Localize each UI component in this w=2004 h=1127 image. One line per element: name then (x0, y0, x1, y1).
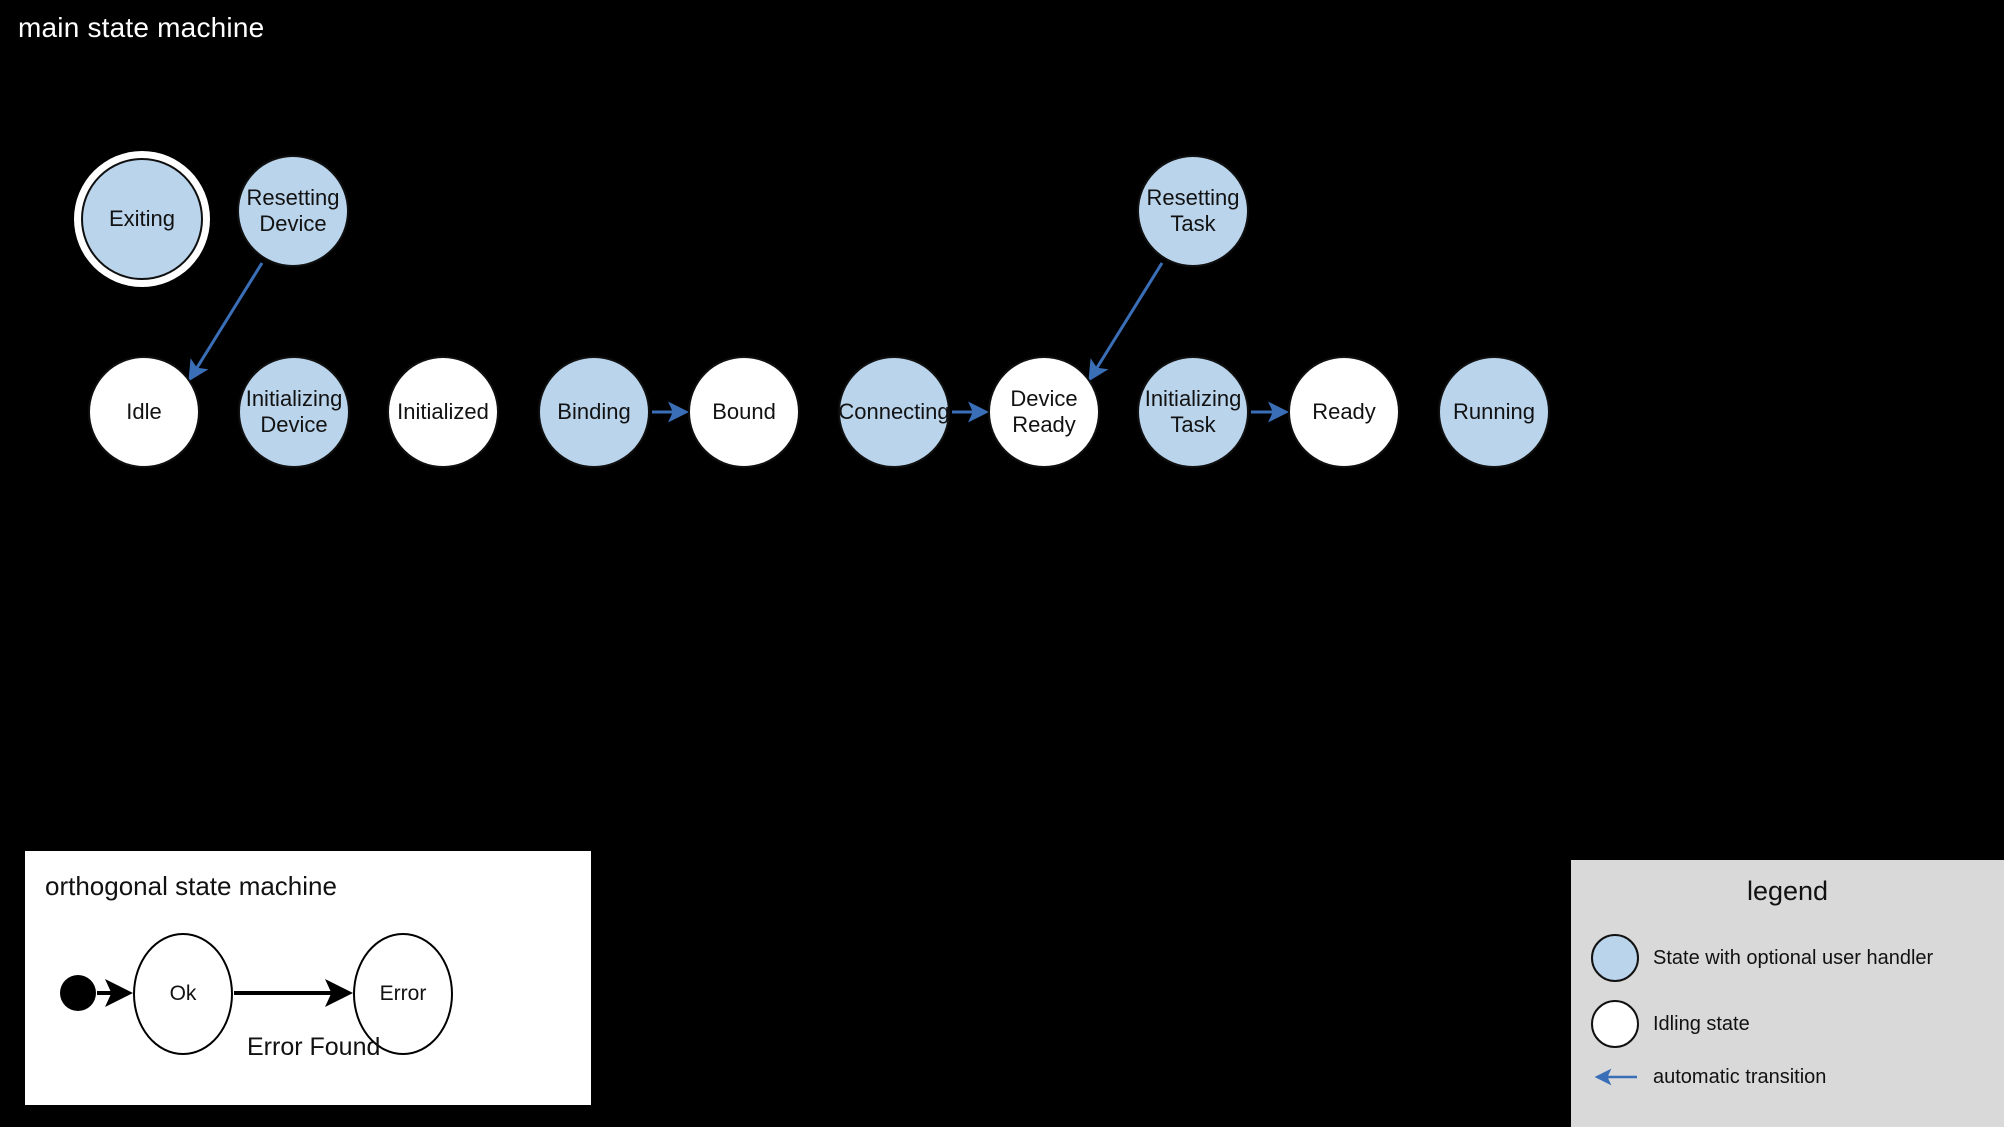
page-title: main state machine (18, 12, 265, 43)
ortho-state-error-label: Error (379, 982, 427, 1005)
state-node-connecting-label: Connecting (838, 399, 950, 424)
edge-resetting-task-to-device-ready (1088, 262, 1164, 382)
state-node-resetting-device-label: Resetting Device (246, 185, 340, 236)
legend-item-handler-state: State with optional user handler (1591, 934, 2004, 982)
legend-title: legend (1746, 876, 1829, 906)
state-node-initializing-device-label: Initializing Device (245, 386, 343, 437)
state-node-ready-label: Ready (1312, 399, 1376, 424)
state-node-resetting-device[interactable]: Resetting Device (237, 155, 349, 267)
legend-item-idling-state-label: Idling state (1653, 1013, 1750, 1035)
state-node-exiting[interactable]: Exiting (81, 158, 203, 280)
state-node-running[interactable]: Running (1438, 356, 1550, 468)
arrow-left-icon (1591, 1067, 1639, 1087)
state-node-bound-label: Bound (712, 399, 776, 424)
state-node-initializing-task[interactable]: Initializing Task (1137, 356, 1249, 468)
state-node-exiting-label: Exiting (108, 206, 176, 231)
state-node-idle[interactable]: Idle (88, 356, 200, 468)
ortho-state-error[interactable]: Error (353, 933, 453, 1055)
state-node-idle-label: Idle (126, 399, 162, 424)
orthogonal-panel-title: orthogonal state machine (45, 871, 337, 901)
orthogonal-state-machine-panel: orthogonal state machine Ok Error Error … (22, 848, 594, 1108)
ortho-state-ok-label: Ok (169, 982, 197, 1005)
handler-state-circle (1591, 934, 1639, 982)
state-node-binding[interactable]: Binding (538, 356, 650, 468)
state-node-resetting-task[interactable]: Resetting Task (1137, 155, 1249, 267)
legend-item-automatic-transition: automatic transition (1591, 1065, 2004, 1089)
legend-panel: legend State with optional user handler … (1571, 860, 2004, 1127)
state-node-connecting[interactable]: Connecting (838, 356, 950, 468)
state-node-ready[interactable]: Ready (1288, 356, 1400, 468)
edge-label-error-found: Error Found (247, 1033, 381, 1061)
legend-item-automatic-transition-label: automatic transition (1653, 1066, 1827, 1088)
state-node-bound[interactable]: Bound (688, 356, 800, 468)
initial-state-dot (60, 975, 96, 1011)
state-node-initialized[interactable]: Initialized (387, 356, 499, 468)
idling-state-circle (1591, 1000, 1639, 1048)
state-node-resetting-task-label: Resetting Task (1146, 185, 1240, 236)
edge-resetting-device-to-idle (188, 262, 264, 382)
state-node-initializing-task-label: Initializing Task (1144, 386, 1242, 437)
legend-item-idling-state: Idling state (1591, 1000, 2004, 1048)
state-node-binding-label: Binding (557, 399, 631, 424)
state-node-device-ready[interactable]: Device Ready (988, 356, 1100, 468)
state-node-initialized-label: Initialized (397, 399, 489, 424)
ortho-state-ok[interactable]: Ok (133, 933, 233, 1055)
state-node-initializing-device[interactable]: Initializing Device (238, 356, 350, 468)
state-node-running-label: Running (1453, 399, 1535, 424)
state-node-device-ready-label: Device Ready (1010, 386, 1078, 437)
legend-item-handler-state-label: State with optional user handler (1653, 947, 1934, 969)
